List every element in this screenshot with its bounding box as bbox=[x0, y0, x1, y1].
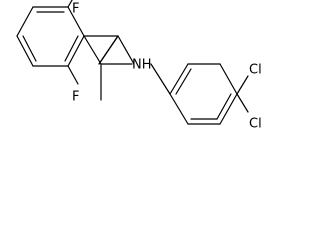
bond-ring-to-f-bottom bbox=[67, 65, 79, 85]
ring-a-double-3 bbox=[22, 35, 37, 62]
bond-ring-to-cl-4 bbox=[236, 93, 249, 113]
ring-a-double-2 bbox=[64, 35, 79, 62]
bond-ch-to-ch3 bbox=[98, 35, 119, 65]
ring-b-double-1 bbox=[175, 68, 192, 95]
ring-a-bond-5 bbox=[16, 35, 34, 67]
atom-label-chlorine-4: Cl bbox=[249, 117, 262, 132]
bond-ch-to-n bbox=[117, 35, 135, 65]
dichlorophenyl-ring bbox=[169, 63, 238, 125]
ring-b-bond-4 bbox=[219, 93, 238, 125]
ring-b-bond-3 bbox=[219, 63, 238, 95]
ring-a-bond-6 bbox=[16, 6, 34, 37]
atom-label-amine: NH bbox=[132, 58, 152, 73]
ring-b-bond-1 bbox=[169, 63, 189, 95]
bond-ring-to-f-top bbox=[67, 0, 73, 8]
molecule-structure: F F NH Cl Cl bbox=[16, 0, 262, 132]
ring-b-double-2 bbox=[216, 93, 232, 120]
ring-b-bond-6 bbox=[169, 93, 189, 125]
atom-label-fluorine-bottom: F bbox=[72, 90, 79, 105]
bond-amine-to-aryl bbox=[150, 63, 171, 95]
atom-label-fluorine-top: F bbox=[72, 2, 79, 17]
ring-a-bond-2 bbox=[67, 6, 85, 37]
atom-label-chlorine-3: Cl bbox=[249, 63, 262, 78]
bond-chiral-center bbox=[83, 35, 102, 65]
ring-a-bond-3 bbox=[67, 35, 85, 67]
bond-ring-to-cl-3 bbox=[236, 75, 249, 95]
difluorophenyl-ring bbox=[16, 6, 85, 67]
